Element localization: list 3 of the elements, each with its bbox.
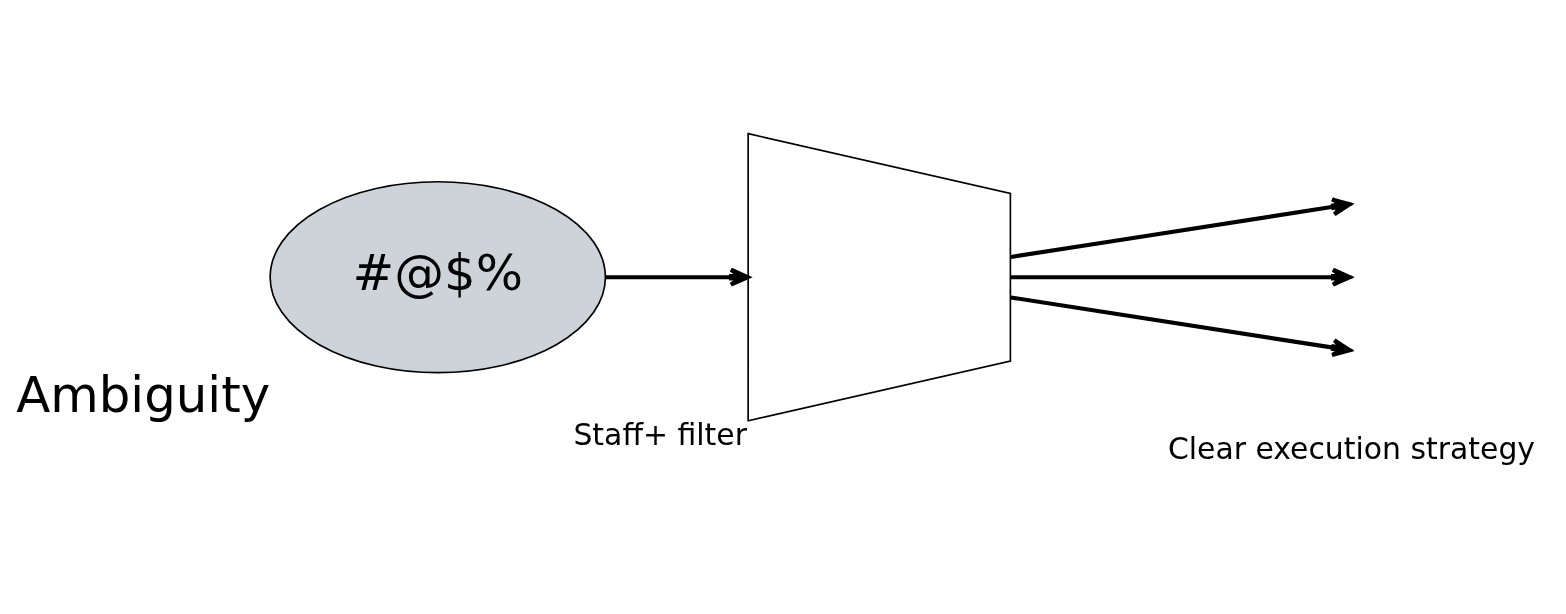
label: Clear execution strategy bbox=[1167, 430, 1536, 466]
node-label: Staff+ filter bbox=[573, 416, 747, 452]
node-label: Ambiguity bbox=[16, 365, 271, 424]
